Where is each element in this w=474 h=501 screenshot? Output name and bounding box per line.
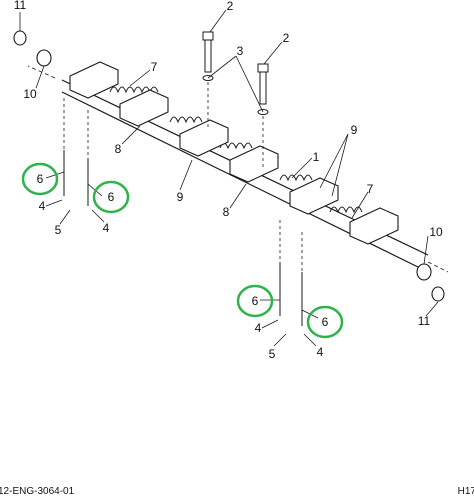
hold-down-bolts [202, 31, 269, 170]
document-id: 12-ENG-3064-01 [0, 486, 75, 497]
callout-label: 5 [55, 223, 62, 237]
rocker-arms [69, 61, 399, 245]
callout-label: 4 [39, 199, 46, 213]
callout-label: 11 [418, 314, 431, 328]
push-rods [63, 98, 303, 326]
callout-label: 9 [177, 190, 184, 204]
highlight-circles [21, 162, 344, 339]
callout-label: 8 [115, 142, 122, 156]
highlight-circle-2 [92, 180, 130, 214]
callout-label: 10 [23, 87, 37, 101]
callout-label: 8 [223, 205, 230, 219]
highlight-circle-1 [21, 162, 59, 196]
callout-label: 7 [367, 182, 374, 196]
callout-label: 2 [283, 31, 290, 45]
highlight-circle-3 [236, 284, 274, 318]
callout-label: 4 [255, 321, 262, 335]
callout-label: 7 [151, 60, 158, 74]
callout-label: 4 [103, 221, 110, 235]
callout-label: 6 [252, 294, 259, 308]
callout-label: 10 [429, 225, 443, 239]
callout-label: 11 [14, 0, 27, 12]
callout-label: 4 [317, 345, 324, 359]
callout-label: 5 [269, 347, 276, 361]
highlight-circle-4 [306, 305, 344, 339]
callout-label: 2 [227, 0, 234, 13]
callout-labels: 11 10 7 2 3 2 8 9 1 6 6 4 5 4 8 9 7 10 6… [14, 0, 443, 361]
callout-label: 6 [322, 315, 329, 329]
callout-label: 3 [237, 44, 244, 58]
callout-label: 6 [108, 190, 115, 204]
callout-label: 6 [37, 172, 44, 186]
callout-label: 9 [351, 123, 358, 137]
callout-label: 1 [313, 150, 320, 164]
leader-lines [19, 9, 439, 347]
page-code: H17 [457, 486, 474, 497]
